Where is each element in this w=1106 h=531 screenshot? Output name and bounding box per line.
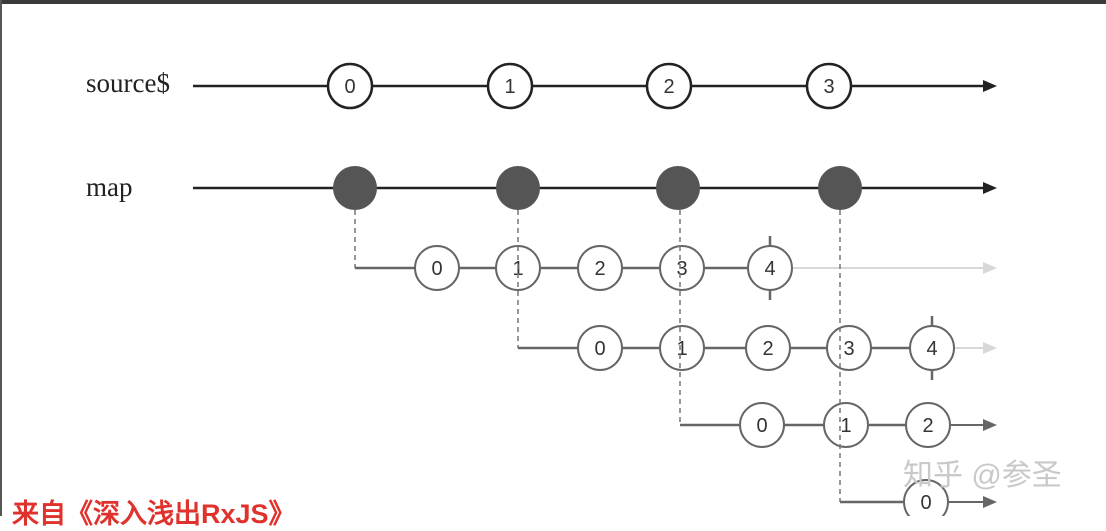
- source-marble: [645, 62, 693, 110]
- inner-marble-label: 2: [762, 338, 773, 360]
- inner-marble-label: 0: [920, 492, 931, 514]
- map-label: map: [86, 172, 133, 202]
- inner-marble-label: 3: [843, 338, 854, 360]
- inner-marble-label: 0: [594, 338, 605, 360]
- map-marble: [656, 166, 700, 210]
- top-border: [0, 0, 1106, 4]
- inner-arrow: [983, 262, 997, 274]
- marble-diagram: 012301234012340120: [193, 62, 997, 516]
- watermark: 知乎 @参圣: [903, 459, 1062, 492]
- inner-marble: [905, 402, 951, 448]
- source-marble: [486, 62, 534, 110]
- inner-marble: [747, 245, 793, 291]
- inner-arrow: [983, 342, 997, 354]
- inner-marble: [903, 479, 949, 516]
- inner-arrow: [983, 419, 997, 431]
- inner-marble: [823, 402, 869, 448]
- inner-marble-label: 4: [764, 258, 775, 280]
- map-marble: [496, 166, 540, 210]
- inner-marble-label: 0: [756, 415, 767, 437]
- inner-arrow: [983, 496, 997, 508]
- source-marble: [805, 62, 853, 110]
- map-arrow: [983, 182, 997, 194]
- inner-marble: [739, 402, 785, 448]
- source-marble-label: 0: [344, 76, 355, 98]
- source-marble-label: 1: [504, 76, 515, 98]
- source-caption: 来自《深入浅出RxJS》: [12, 499, 296, 529]
- inner-marble-label: 2: [594, 258, 605, 280]
- inner-marble: [826, 325, 872, 371]
- inner-marble-label: 2: [922, 415, 933, 437]
- map-marble: [818, 166, 862, 210]
- inner-marble: [745, 325, 791, 371]
- inner-marble-label: 0: [431, 258, 442, 280]
- source-label: source$: [86, 68, 170, 98]
- source-marble-label: 3: [823, 76, 834, 98]
- inner-marble: [414, 245, 460, 291]
- inner-marble-label: 1: [676, 338, 687, 360]
- source-marble-label: 2: [663, 76, 674, 98]
- inner-marble-label: 3: [676, 258, 687, 280]
- inner-marble: [659, 325, 705, 371]
- source-arrow: [983, 80, 997, 92]
- inner-marble-label: 4: [926, 338, 937, 360]
- source-marble: [326, 62, 374, 110]
- inner-marble: [577, 245, 623, 291]
- left-border: [0, 0, 2, 516]
- inner-marble: [909, 325, 955, 371]
- inner-marble: [577, 325, 623, 371]
- inner-marble-label: 1: [840, 415, 851, 437]
- inner-marble: [659, 245, 705, 291]
- map-marble: [333, 166, 377, 210]
